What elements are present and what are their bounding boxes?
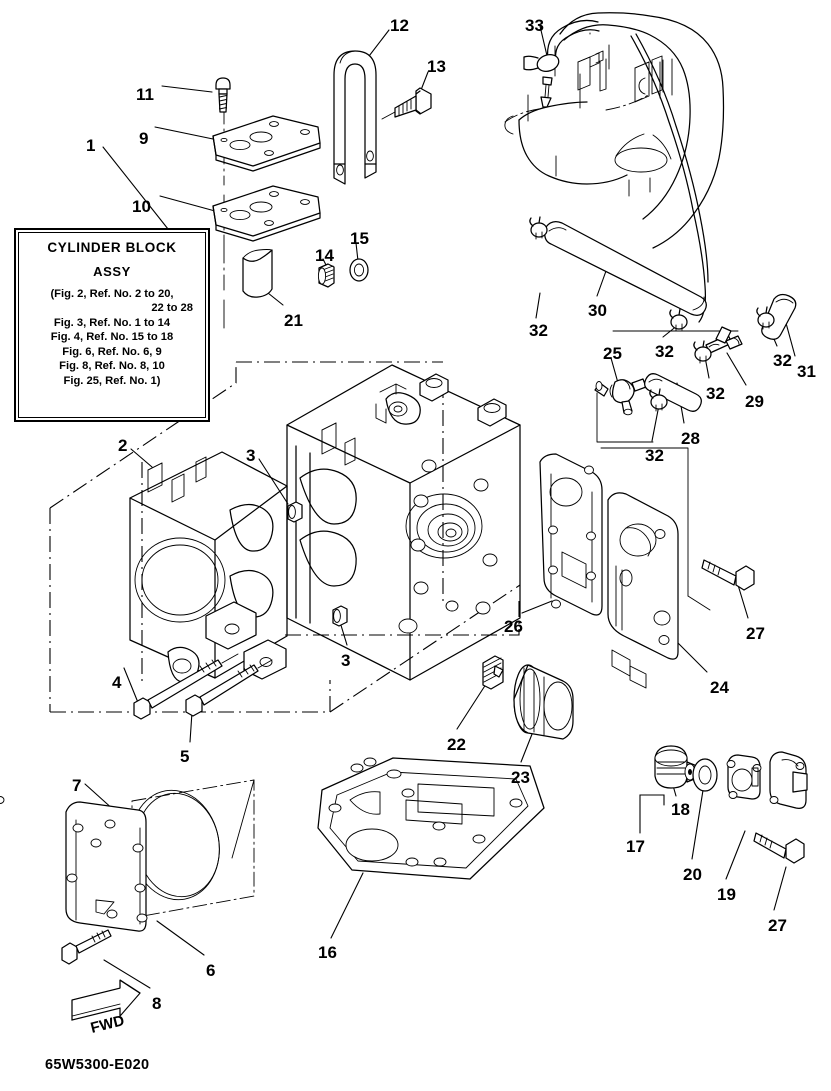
- tjoint-29: [705, 326, 743, 354]
- assembly-callout-box: CYLINDER BLOCK ASSY (Fig. 2, Ref. No. 2 …: [14, 228, 210, 422]
- assy-ref-line-6: Fig. 25, Ref. No. 1): [63, 374, 161, 387]
- sleeve-plug-group: [242, 249, 369, 298]
- drawing-number: 65W5300-E020: [45, 1057, 150, 1073]
- ref-number-32e: 32: [645, 446, 664, 465]
- bolt-27b: [753, 832, 805, 864]
- grommet-33-group: [523, 19, 600, 108]
- assembly-boundary: [49, 361, 521, 713]
- bolt-5: [185, 659, 273, 717]
- ref-number-5: 5: [180, 747, 190, 766]
- fwd-direction-arrow: FWD: [71, 979, 141, 1037]
- clamp-32c: [756, 306, 775, 330]
- clamp-32e: [649, 388, 668, 412]
- engine-cowl-outline: [504, 12, 725, 323]
- cover-6-group: [61, 779, 255, 965]
- ref-number-17: 17: [626, 837, 645, 856]
- bolt-8: [61, 929, 112, 965]
- plate-10: [212, 185, 321, 242]
- bracket-12-group: [333, 50, 432, 185]
- fwd-arrow-label: FWD: [89, 1012, 126, 1037]
- ref-number-32c: 32: [773, 351, 792, 370]
- dowel-3a: [287, 501, 303, 523]
- hose-joint-cluster: [594, 306, 775, 443]
- ref-number-11: 11: [136, 85, 154, 104]
- bolt-13: [381, 87, 432, 120]
- ref-number-31: 31: [797, 362, 816, 381]
- ref-number-9: 9: [139, 129, 149, 148]
- ref-number-30: 30: [588, 301, 607, 320]
- bolt-11: [215, 77, 231, 113]
- ref-number-20: 20: [683, 865, 702, 884]
- joint-25: [594, 378, 647, 416]
- ref-number-23: 23: [511, 768, 530, 787]
- gasket-26-cover-24: [539, 447, 755, 689]
- ref-number-1: 1: [86, 136, 96, 155]
- oring-15: [349, 258, 369, 282]
- ref-number-13: 13: [427, 57, 446, 76]
- ref-number-4: 4: [112, 673, 122, 692]
- ref-number-27b: 27: [768, 916, 787, 935]
- assembly-title: CYLINDER BLOCK: [47, 240, 177, 255]
- dowel-3b: [332, 605, 348, 627]
- assy-ref-line-5: Fig. 8, Ref. No. 8, 10: [59, 360, 165, 373]
- washer-18: [692, 758, 718, 792]
- ref-number-18: 18: [671, 800, 690, 819]
- assembly-callout-inner: CYLINDER BLOCK ASSY (Fig. 2, Ref. No. 2 …: [18, 232, 206, 418]
- hose-28: [644, 373, 702, 412]
- ref-number-10: 10: [132, 197, 151, 216]
- ref-number-24: 24: [710, 678, 729, 697]
- assy-ref-line-2: Fig. 3, Ref. No. 1 to 14: [53, 316, 171, 329]
- assy-ref-line-0: (Fig. 2, Ref. No. 2 to 20,: [50, 288, 174, 300]
- gasket-20: [726, 754, 762, 800]
- assy-ref-line-1: 22 to 28: [151, 302, 193, 315]
- upper-plates-group: [212, 77, 321, 331]
- plate-9: [212, 115, 321, 172]
- ref-number-2: 2: [118, 436, 128, 455]
- water-passage-spiral: [405, 493, 483, 559]
- ref-number-16: 16: [318, 943, 337, 962]
- bolt-4: [133, 653, 239, 720]
- ref-number-25: 25: [603, 344, 622, 363]
- ref-number-27a: 27: [746, 624, 765, 643]
- plug-22: [482, 655, 504, 690]
- clamp-32d: [693, 340, 712, 364]
- thermostat-group: [0, 745, 808, 864]
- ref-number-22: 22: [447, 735, 466, 754]
- ref-number-15: 15: [350, 229, 369, 248]
- ref-number-7: 7: [72, 776, 82, 795]
- ref-number-21: 21: [284, 311, 303, 330]
- bolt-27a: [701, 559, 755, 591]
- ref-number-8: 8: [152, 994, 162, 1013]
- clamp-32a: [529, 216, 548, 240]
- plug-14: [317, 263, 335, 288]
- assembly-subtitle: ASSY: [93, 264, 131, 279]
- assy-ref-line-4: Fig. 6, Ref. No. 6, 9: [62, 345, 162, 358]
- ref-number-3b: 3: [341, 651, 351, 670]
- thermostat-17: [654, 745, 698, 789]
- ref-number-19: 19: [717, 885, 736, 904]
- exhaust-plate-16: [317, 757, 545, 880]
- ref-number-6: 6: [206, 961, 216, 980]
- thermostat-cover-19: [0, 751, 808, 809]
- ref-number-3a: 3: [246, 446, 256, 465]
- sleeve-21: [242, 249, 273, 298]
- assy-ref-line-3: Fig. 4, Ref. No. 15 to 18: [50, 331, 174, 344]
- ref-number-12: 12: [390, 16, 409, 35]
- oil-filter-23: [513, 664, 574, 740]
- oil-filter-group: [482, 655, 574, 740]
- hose-30-group: [529, 216, 797, 340]
- ref-number-28: 28: [681, 429, 700, 448]
- ref-number-33: 33: [525, 16, 544, 35]
- ref-number-32d: 32: [706, 384, 725, 403]
- clamp-32b: [669, 308, 688, 332]
- ref-number-32b: 32: [655, 342, 674, 361]
- ref-number-32a: 32: [529, 321, 548, 340]
- ref-number-29: 29: [745, 392, 764, 411]
- ref-number-26: 26: [504, 617, 523, 636]
- ref-number-14: 14: [315, 246, 334, 265]
- cylinder-block: [129, 364, 521, 720]
